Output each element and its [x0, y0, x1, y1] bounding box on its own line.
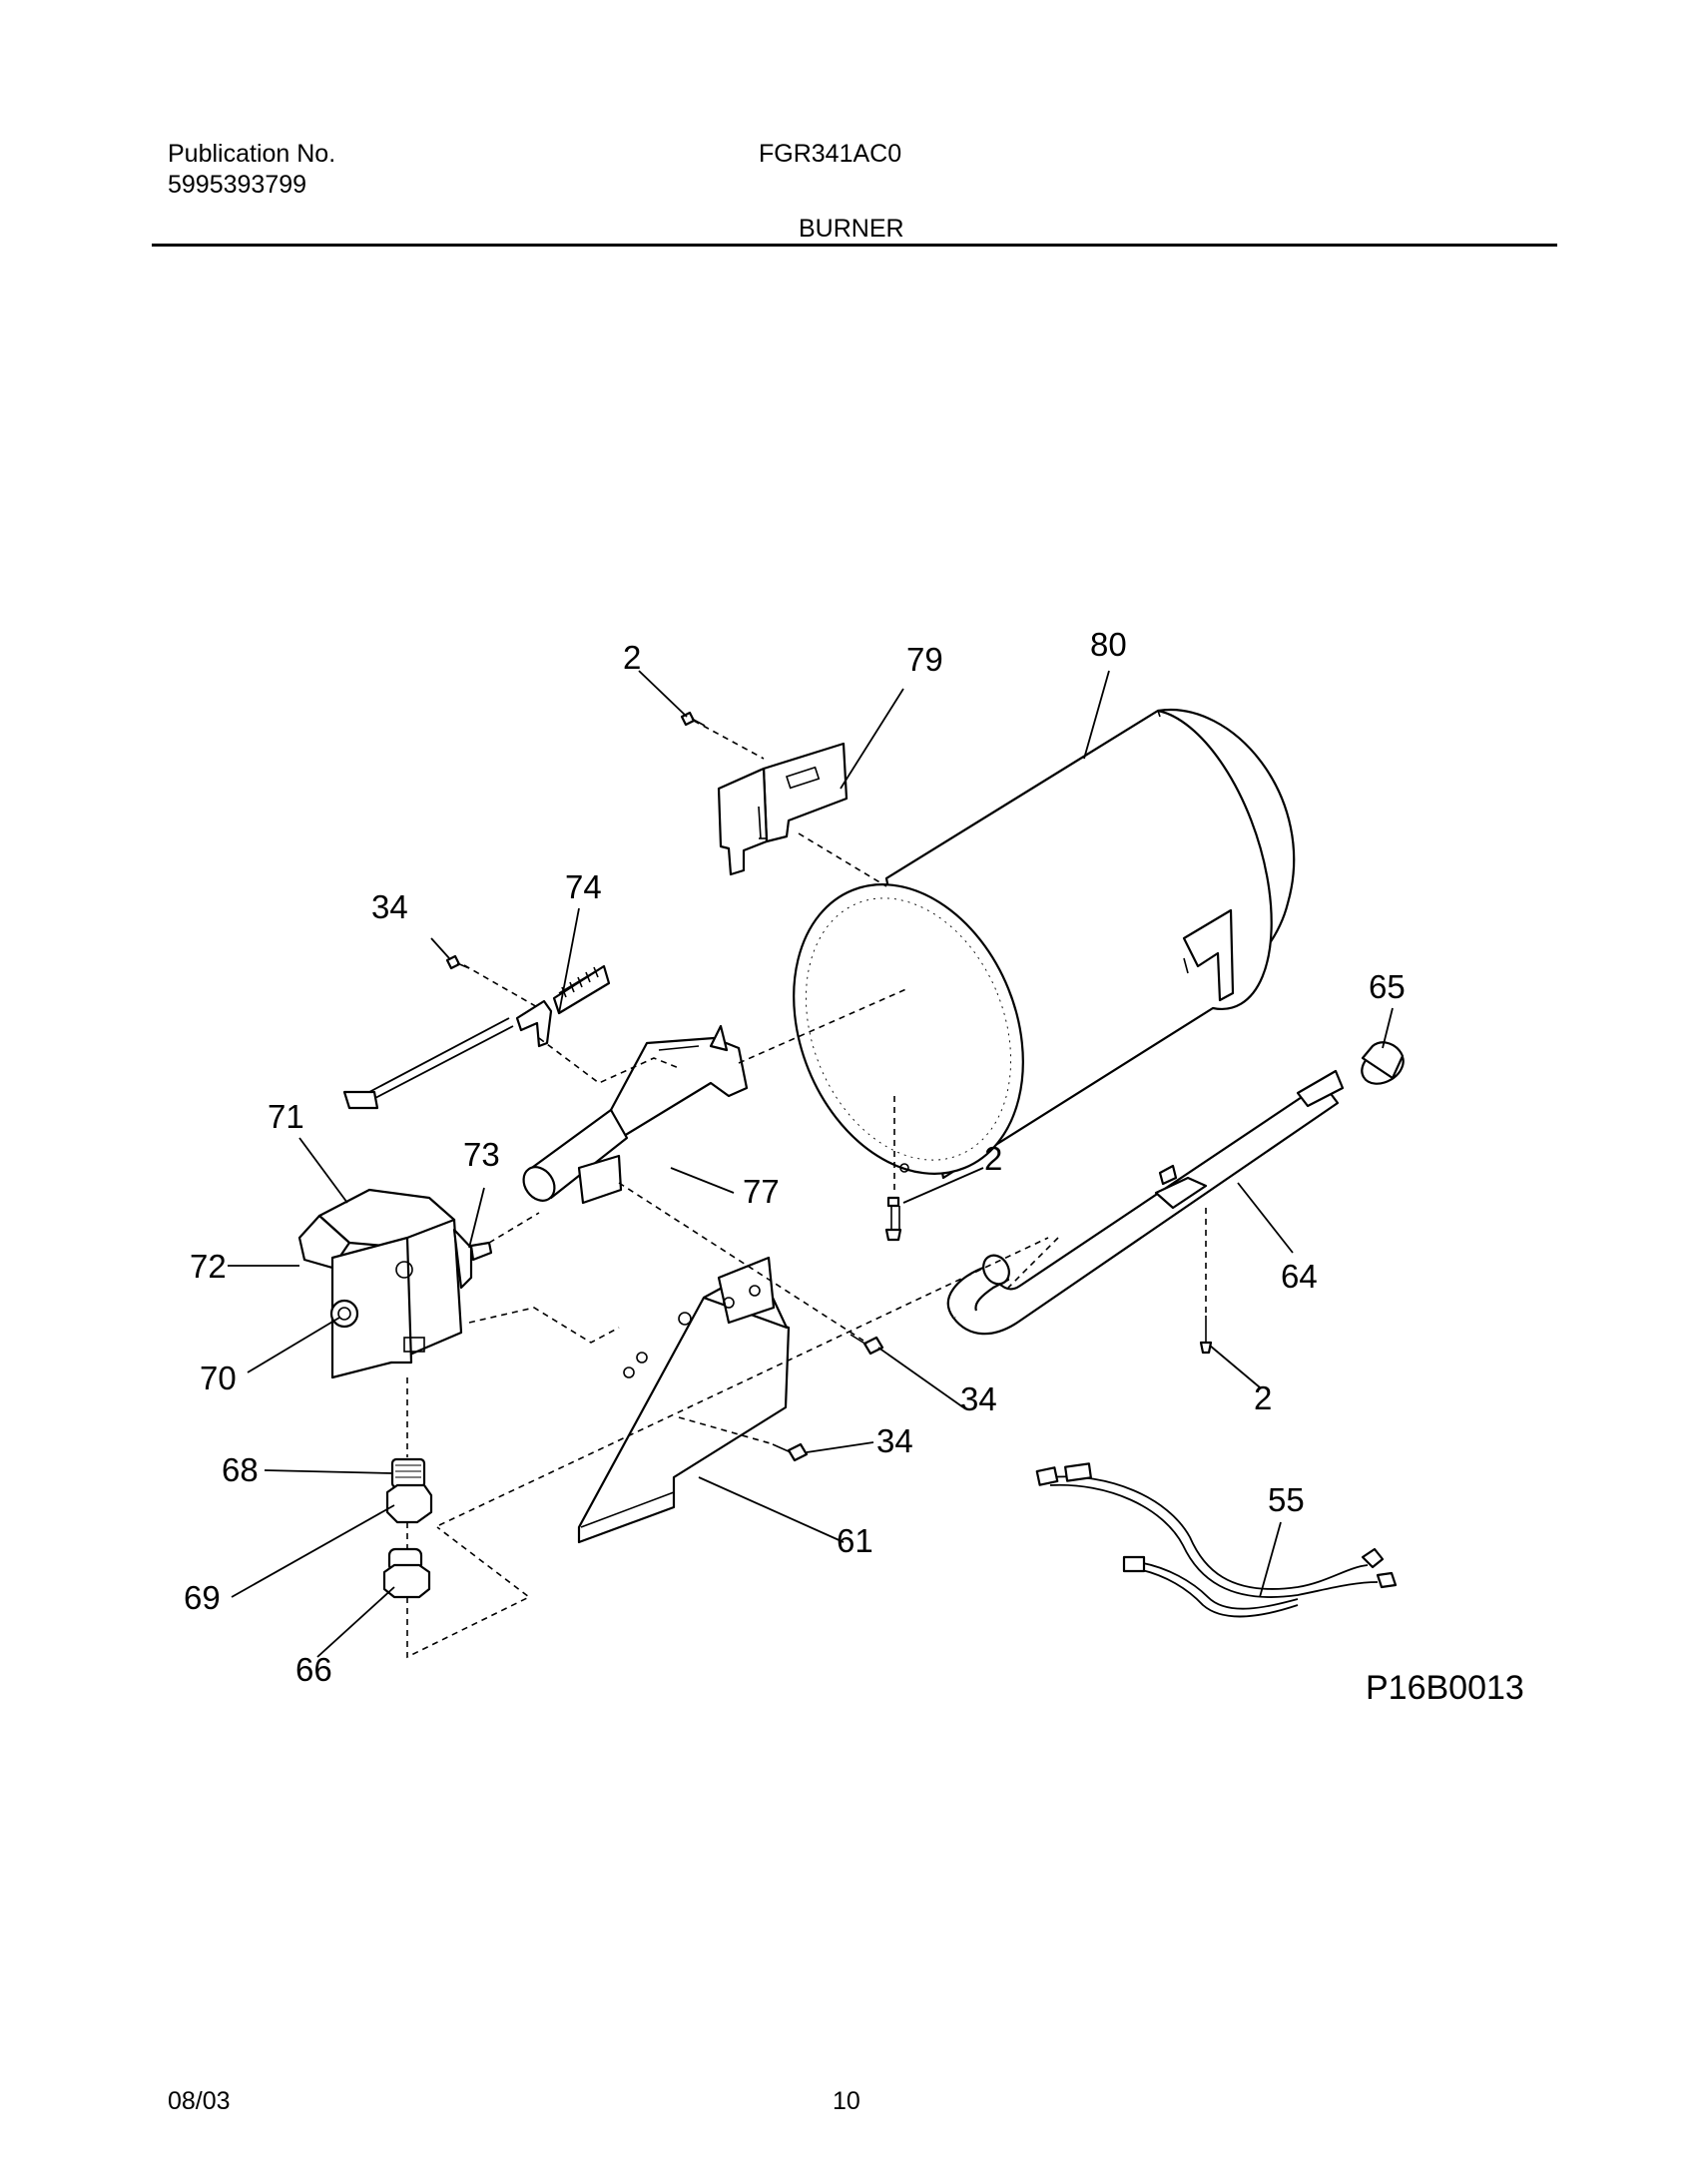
- callout-68: 68: [222, 1451, 259, 1488]
- callout-70: 70: [200, 1360, 237, 1396]
- fitting-68: [390, 1457, 426, 1489]
- callouts: 2 79 80 34 74 65 71 73 77 2 72 64 70 34 …: [184, 626, 1524, 1707]
- callout-79: 79: [906, 641, 943, 678]
- callout-72: 72: [190, 1248, 227, 1285]
- callout-71: 71: [268, 1098, 304, 1135]
- screw-bracket-bottom: [772, 1442, 809, 1462]
- footer-date: 08/03: [168, 2087, 231, 2115]
- callout-34-igniter: 34: [371, 888, 408, 925]
- gas-tube: [946, 1069, 1345, 1336]
- chamber-opening: [793, 883, 1024, 1175]
- callout-80: 80: [1090, 626, 1127, 663]
- callout-73: 73: [463, 1136, 500, 1173]
- burner-tube: [522, 1024, 749, 1205]
- callout-2-top: 2: [623, 639, 641, 676]
- chamber-foot: [1182, 908, 1235, 1002]
- callout-34-bracket-bottom: 34: [876, 1422, 913, 1459]
- screw-tube: [1199, 1316, 1213, 1355]
- header-rule: [152, 244, 1557, 247]
- callout-69: 69: [184, 1579, 221, 1616]
- diagram-code: P16B0013: [1366, 1669, 1524, 1707]
- sensor-bracket: [717, 742, 849, 876]
- callout-66: 66: [295, 1651, 332, 1688]
- publication-number: 5995393799: [168, 171, 307, 199]
- wire-harness: [1035, 1462, 1398, 1618]
- callout-61: 61: [837, 1522, 873, 1559]
- screw-chamber: [884, 1196, 902, 1242]
- callout-74: 74: [565, 868, 602, 905]
- callout-65: 65: [1369, 968, 1406, 1005]
- gas-valve: [297, 1188, 493, 1379]
- model-number: FGR341AC0: [759, 140, 902, 168]
- callout-55: 55: [1268, 1481, 1305, 1518]
- callout-34-bracket-right: 34: [960, 1380, 997, 1417]
- mounting-bracket: [577, 1256, 791, 1544]
- fitting-69: [385, 1483, 433, 1524]
- igniter-assembly: [342, 964, 611, 1110]
- screw-bracket-right: [850, 1334, 884, 1356]
- callout-77: 77: [743, 1173, 780, 1210]
- publication-label: Publication No.: [168, 140, 336, 168]
- assembly-lines: [406, 720, 1207, 1659]
- section-title: BURNER: [799, 215, 904, 243]
- callout-64: 64: [1281, 1258, 1318, 1295]
- callout-2-chamber: 2: [984, 1140, 1002, 1177]
- combustion-chamber: [793, 708, 1296, 1180]
- page-number: 10: [833, 2087, 860, 2115]
- orifice-cap: [1361, 1041, 1405, 1085]
- callout-2-tube: 2: [1254, 1379, 1272, 1416]
- leader-lines: [228, 670, 1394, 1658]
- fitting-66: [382, 1547, 431, 1599]
